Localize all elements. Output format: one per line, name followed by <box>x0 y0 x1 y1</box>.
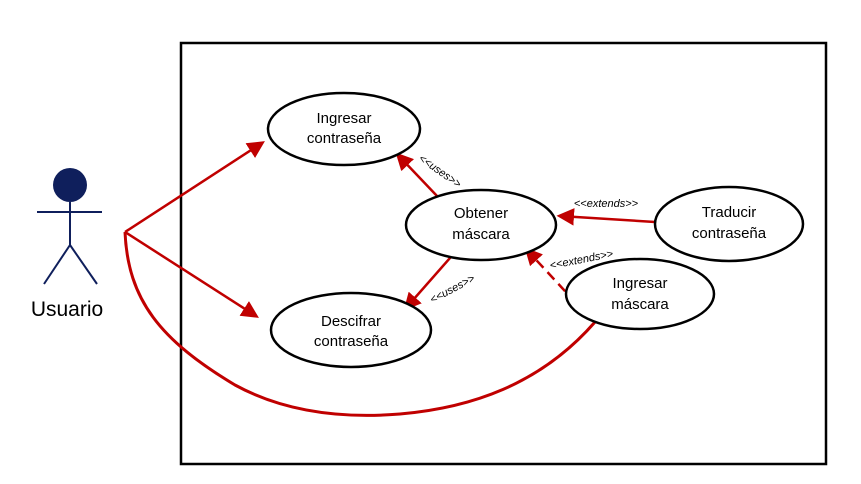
uses-obtener-to-ingresar <box>395 152 438 197</box>
use-case-label: máscara <box>611 296 669 313</box>
use-case-ellipse <box>653 185 805 263</box>
use-case-label: Obtener <box>454 205 508 222</box>
use-case-label: Descifrar <box>321 313 381 330</box>
use-case-label: Ingresar <box>316 110 371 127</box>
use-case-ellipse <box>404 188 558 262</box>
use-case-label: Ingresar <box>612 275 667 292</box>
use-case-label: contraseña <box>307 130 382 147</box>
extends-mascara-to-obtener <box>524 247 577 304</box>
assoc-actor-ingresar-contrasena <box>124 141 265 234</box>
stereotype-extends-traducir: <<extends>> <box>574 198 639 210</box>
assoc-actor-descifrar-contrasena <box>124 230 259 318</box>
use-case-obtener-mascara[interactable]: Obtener máscara <box>404 188 558 262</box>
stereotype-uses-lower: <<uses>> <box>428 272 477 306</box>
use-case-ellipse <box>269 291 433 369</box>
use-case-ellipse <box>564 257 716 331</box>
use-case-label: máscara <box>452 226 510 243</box>
use-case-ingresar-contrasena[interactable]: Ingresar contraseña <box>266 91 422 167</box>
actor-label: Usuario <box>31 298 103 321</box>
system-boundary <box>179 41 828 466</box>
use-case-label: contraseña <box>314 333 389 350</box>
use-case-ellipse <box>266 91 422 167</box>
use-case-traducir-contrasena[interactable]: Traducir contraseña <box>653 185 805 263</box>
use-case-label: contraseña <box>692 225 767 242</box>
uses-obtener-to-descifrar <box>403 249 458 311</box>
actor-head <box>53 168 87 202</box>
stereotype-uses-upper: <<uses>> <box>416 153 463 191</box>
actor-right-leg <box>69 244 98 285</box>
extends-traducir-to-obtener <box>556 208 656 226</box>
actor-left-leg <box>43 244 71 285</box>
actor-usuario[interactable]: Usuario <box>31 168 103 321</box>
use-case-ingresar-mascara[interactable]: Ingresar máscara <box>564 257 716 331</box>
use-case-label: Traducir <box>702 204 756 221</box>
use-case-descifrar-contrasena[interactable]: Descifrar contraseña <box>269 291 433 369</box>
assoc-actor-ingresar-mascara <box>123 231 597 417</box>
